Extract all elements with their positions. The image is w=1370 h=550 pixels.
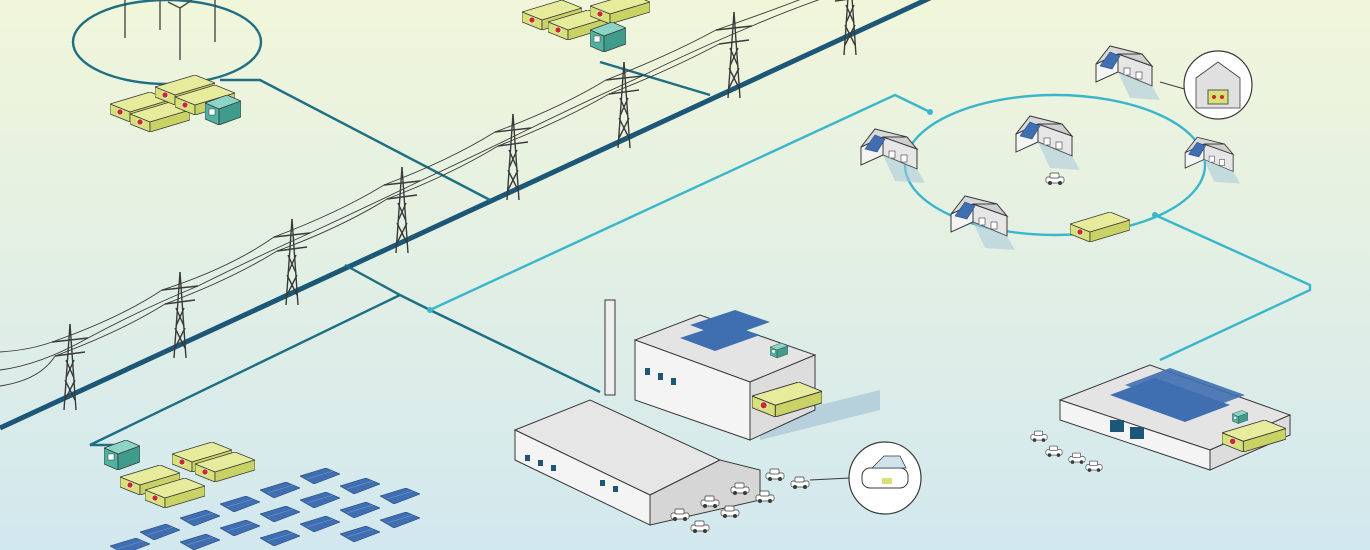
factory-icon	[513, 299, 880, 526]
main-grid-line	[0, 0, 932, 431]
home-battery-callout-icon	[1159, 50, 1253, 120]
microgrid-lines	[429, 93, 1312, 362]
junction-dots	[427, 109, 1158, 313]
distribution-lines	[89, 60, 711, 447]
power-cables	[0, 0, 820, 387]
wind-turbine-icon	[124, 0, 216, 60]
ev-charger-callout-icon	[809, 441, 922, 515]
